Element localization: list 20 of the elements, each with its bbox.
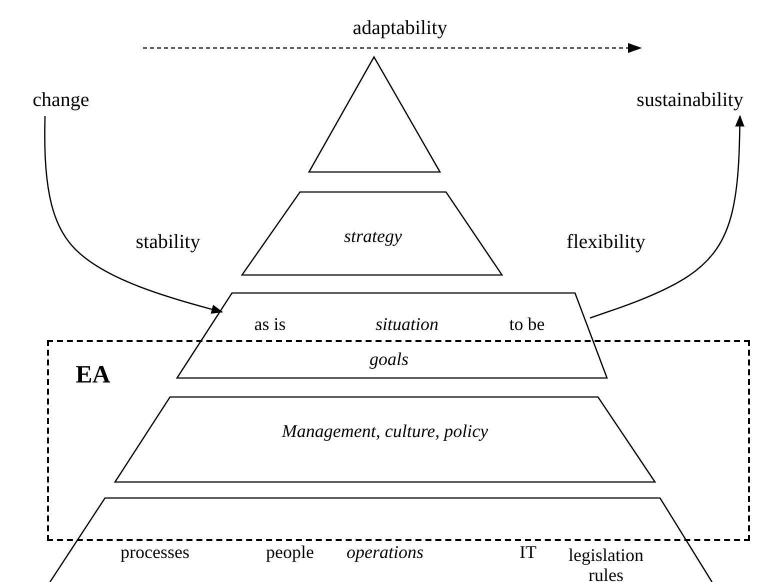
term-label: stability [136, 231, 200, 253]
layer-title: strategy [344, 227, 402, 247]
layer-text: situation [376, 315, 438, 335]
layer-text: as is [254, 315, 286, 335]
layer-text: people [266, 543, 314, 563]
term-label: adaptability [352, 17, 448, 39]
layer-text: operations [346, 543, 424, 563]
layer-title: Management, culture, policy [282, 422, 488, 442]
layer-text: IT [520, 543, 536, 563]
term-label: flexibility [566, 231, 646, 253]
layer-text: processes [120, 543, 190, 563]
dashed-boundary [47, 340, 750, 541]
layer-text: to be [509, 315, 545, 335]
curved-arrow [44, 116, 224, 314]
term-label: change [32, 89, 90, 111]
curved-arrow [590, 114, 744, 319]
boundary-label: EA [76, 361, 110, 389]
layer-text: legislation rules [568, 546, 644, 582]
layer-text: goals [370, 350, 408, 370]
term-label: sustainability [636, 89, 744, 111]
